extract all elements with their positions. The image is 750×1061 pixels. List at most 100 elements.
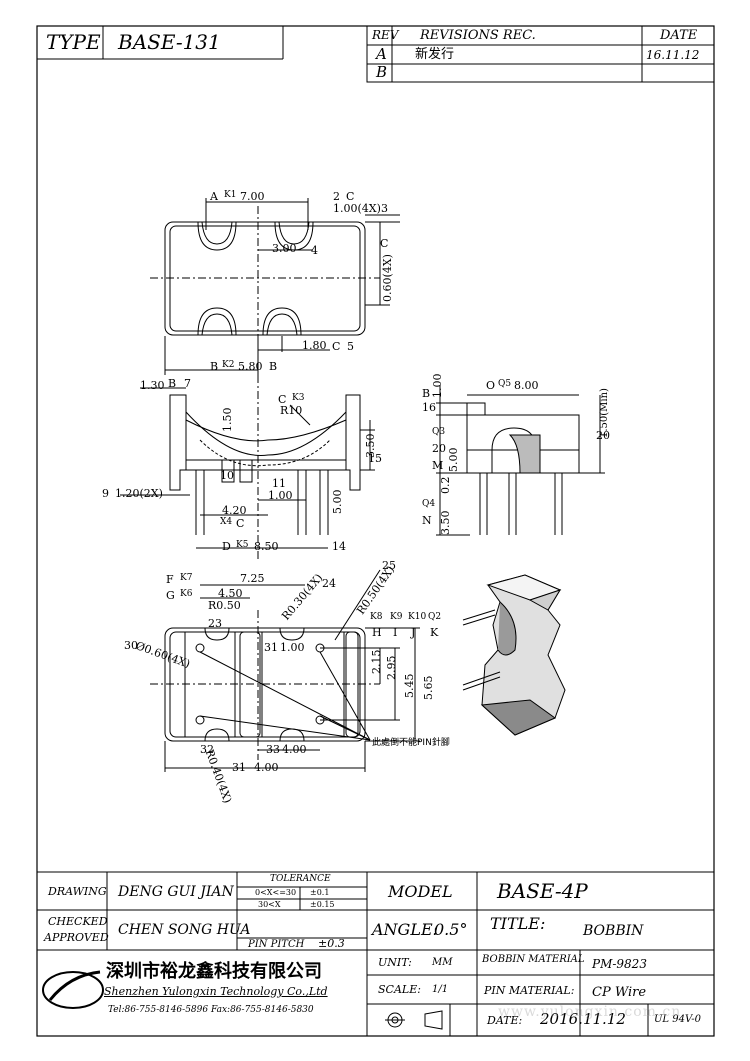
dim-180: 1.80 — [302, 339, 327, 352]
rev-b: B — [376, 63, 388, 81]
balloon-k10: K10 — [408, 612, 427, 622]
balloon-k5: K5 — [236, 540, 249, 550]
balloon-k9: K9 — [390, 612, 403, 622]
dim-450: 4.50 — [218, 587, 243, 600]
bobbin-material-label: BOBBIN MATERIAL — [482, 954, 585, 965]
rev-label: REV — [372, 28, 399, 42]
balloon-b4: B — [422, 387, 431, 400]
balloon-b3: B — [168, 377, 177, 390]
balloon-n33: 33 — [266, 743, 280, 756]
model-label: MODEL — [388, 882, 453, 901]
date-value: 2016.11.12 — [540, 1010, 626, 1028]
dim-295: 2.95 — [385, 655, 398, 681]
balloon-n10: 10 — [220, 469, 234, 482]
bottom-note: 此處倒不能PIN針腳 — [372, 738, 450, 748]
title-block-lines — [37, 871, 714, 1036]
company-en: Shenzhen Yulongxin Technology Co.,Ltd — [104, 985, 328, 998]
balloon-c5: C — [236, 517, 245, 530]
side-dim-350: 3.50 — [439, 510, 452, 536]
balloon-k6: K6 — [180, 589, 193, 599]
balloon-b: B — [210, 360, 219, 373]
balloon-n31: 31 — [264, 641, 278, 654]
watermark: www.yulongxin.com.cn — [498, 1004, 682, 1020]
balloon-q5: Q5 — [498, 379, 512, 389]
top-view — [150, 198, 400, 375]
rev-a: A — [376, 45, 387, 63]
balloon-m: M — [432, 459, 444, 472]
balloon-n: N — [422, 514, 432, 527]
rev-a-date: 16.11.12 — [646, 48, 700, 62]
bottom-view — [150, 569, 420, 772]
balloon-n16: 16 — [422, 401, 436, 414]
balloon-k8: K8 — [370, 612, 383, 622]
dim-130: 1.30 — [140, 379, 165, 392]
balloon-n14: 14 — [332, 540, 346, 553]
balloon-q3: Q3 — [432, 427, 446, 437]
balloon-n2: 2 — [333, 190, 340, 203]
dim-850: 8.50 — [254, 540, 279, 553]
date-label-tb: DATE: — [487, 1014, 523, 1027]
checked-label: CHECKED — [48, 915, 108, 928]
balloon-k1: K1 — [224, 190, 237, 200]
angle-value: 0.5° — [434, 920, 468, 939]
radius-r050: R0.50 — [208, 599, 241, 612]
company-contact: Tel:86-755-8146-5896 Fax:86-755-8146-583… — [108, 1005, 314, 1015]
balloon-n24: 24 — [322, 577, 336, 590]
balloon-k: K — [430, 626, 439, 639]
balloon-q2: Q2 — [428, 612, 442, 622]
bobbin-material-value: PM-9823 — [592, 957, 647, 971]
isometric-view — [462, 574, 566, 736]
type-value: BASE-131 — [118, 30, 221, 54]
projection-symbol — [385, 1010, 443, 1030]
balloon-g: G — [166, 589, 175, 602]
pin-material-label: PIN MATERIAL: — [484, 984, 575, 997]
side-dim-800: 8.00 — [514, 379, 539, 392]
balloon-n20: 20 — [432, 442, 446, 455]
pin-material-value: CP Wire — [592, 985, 647, 1000]
balloon-c3: C — [332, 340, 341, 353]
balloon-k4: X4 — [220, 517, 233, 527]
pin-pitch-label: PIN PITCH — [248, 939, 305, 950]
company-logo — [42, 970, 104, 1009]
type-label: TYPE — [46, 30, 101, 54]
dim-100b: 1.00 — [280, 641, 305, 654]
side-dim-02: 0.2 — [439, 476, 452, 495]
side-dim-100: 1.00 — [431, 373, 444, 399]
balloon-l: 31 — [232, 761, 246, 774]
approved-label: APPROVED — [44, 931, 109, 944]
balloon-h: H — [372, 626, 382, 639]
side-view — [436, 385, 605, 536]
dim-500: 5.00 — [331, 489, 344, 515]
balloon-n20b: 20 — [596, 429, 610, 442]
balloon-q4: Q4 — [422, 499, 436, 509]
balloon-k2: K2 — [222, 360, 235, 370]
revisions-label: REVISIONS REC. — [420, 28, 536, 43]
dim-580: 5.80 — [238, 360, 263, 373]
dim-700: 7.00 — [240, 190, 265, 203]
dim-215: 2.15 — [370, 649, 383, 675]
balloon-o: O — [486, 379, 496, 392]
balloon-n32: 32 — [200, 743, 214, 756]
balloon-n25: 25 — [382, 559, 396, 572]
scale-value: 1/1 — [432, 984, 449, 995]
balloon-c4: C — [278, 393, 287, 406]
dim-pitch: 1.00(4X) — [333, 202, 381, 215]
balloon-n3: 3 — [381, 202, 388, 215]
balloon-j: J — [411, 626, 416, 639]
balloon-n4: 4 — [311, 244, 318, 257]
balloon-n11: 11 — [272, 477, 286, 490]
dim-150: 1.50 — [221, 407, 234, 433]
title-label: TITLE: — [490, 914, 546, 933]
dim-725: 7.25 — [240, 572, 265, 585]
rev-a-text: 新发行 — [415, 47, 455, 62]
dim-120: 1.20(2X) — [115, 487, 163, 500]
ul-value: UL 94V-0 — [654, 1014, 702, 1025]
pin-pitch-value: ±0.3 — [318, 937, 345, 950]
tol-row1-range: 0<X<=30 — [255, 888, 297, 897]
tol-row2-value: ±0.15 — [310, 900, 335, 909]
model-value: BASE-4P — [497, 879, 588, 903]
radius-r10: R10 — [280, 404, 303, 417]
dim-545: 5.45 — [403, 673, 416, 699]
drawing-value: DENG GUI JIAN — [118, 884, 234, 900]
